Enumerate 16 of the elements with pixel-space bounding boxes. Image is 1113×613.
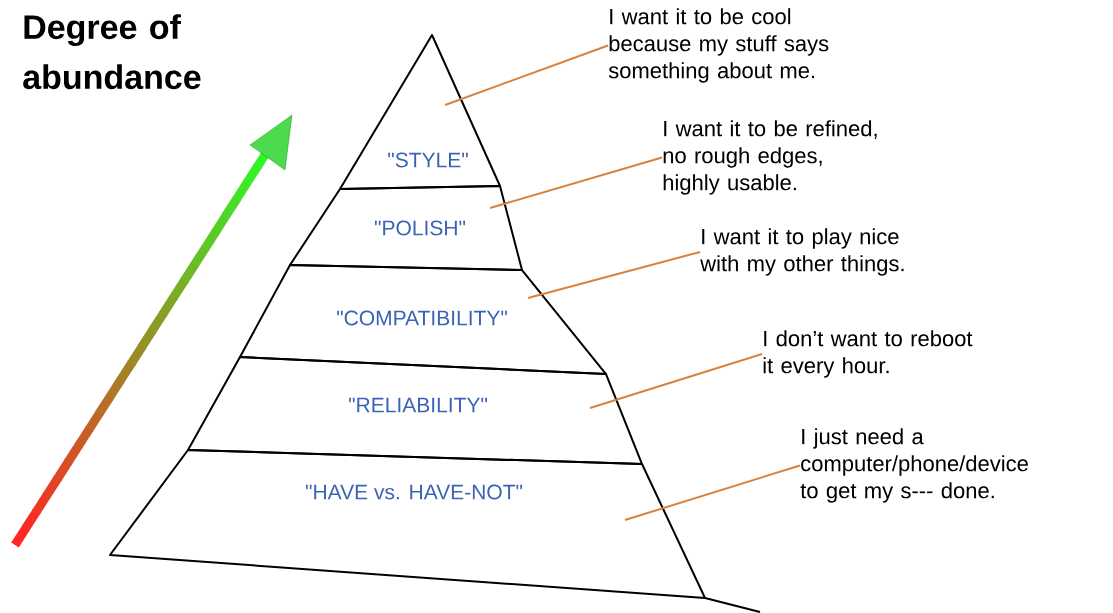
leader-line	[489, 156, 663, 209]
note-text: I want it to be refined, no rough edges, highly usable.	[663, 120, 877, 195]
leader-line	[444, 44, 609, 106]
note-text: I want it to be cool because my stuff says something about me.	[608, 8, 829, 83]
pyramid-band: "POLISH"	[289, 185, 523, 271]
pyramid-band: "RELIABILITY"	[187, 356, 643, 465]
note-text: I don’t want to reboot it every hour.	[763, 330, 973, 378]
pyramid-band: "STYLE"	[339, 34, 501, 190]
note-text: I just need a computer/phone/device to get my s--- done.	[800, 428, 1028, 503]
pyramid-band: "HAVE vs. HAVE-NOT"	[109, 449, 706, 599]
leader-line	[589, 352, 763, 409]
pyramid-band: "COMPATIBILITY"	[239, 264, 607, 375]
leader-line	[624, 464, 801, 521]
leader-line	[527, 250, 701, 299]
axis-label: Degree of abundance	[23, 14, 201, 90]
note-text: I want it to play nice with my other things.	[700, 228, 904, 276]
